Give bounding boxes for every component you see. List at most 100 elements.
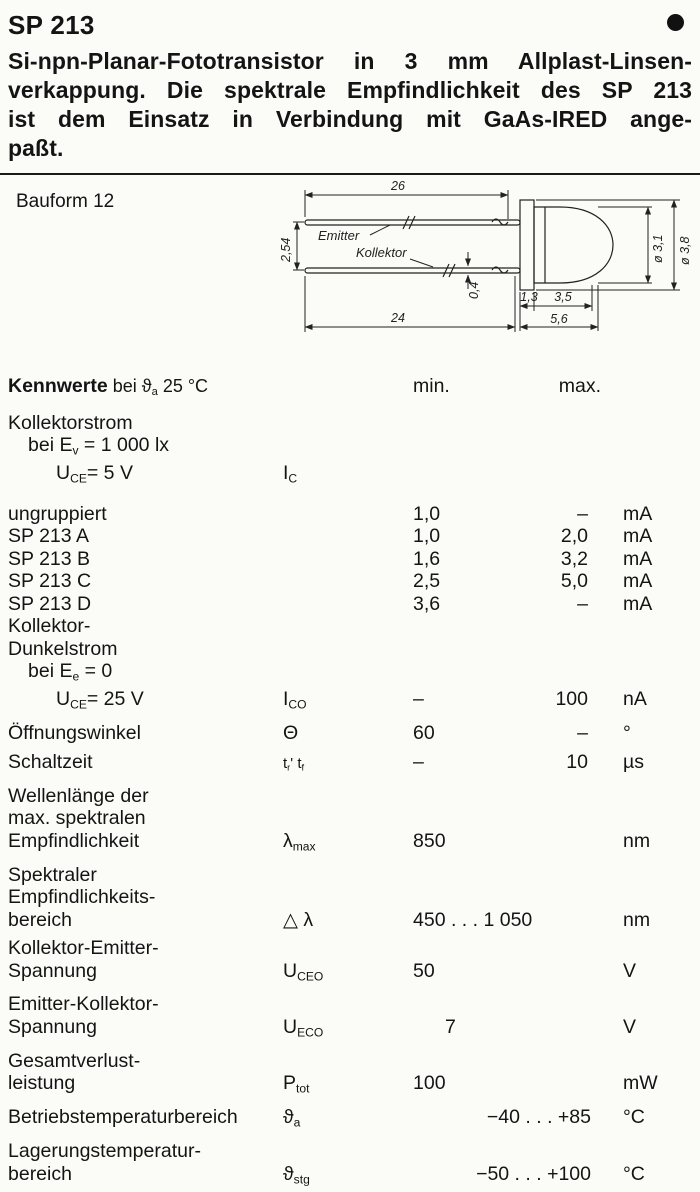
max-value: 100 bbox=[555, 688, 588, 711]
param-label: Betriebstemperaturbereich bbox=[8, 1106, 238, 1129]
param-label: SP 213 D bbox=[8, 592, 92, 615]
unit-label: nm bbox=[623, 908, 651, 931]
table-row: Emitter-Kollektor- bbox=[8, 993, 692, 1016]
table-row: Lagerungstemperatur- bbox=[8, 1140, 692, 1163]
param-label: SP 213 B bbox=[8, 547, 91, 570]
unit-label: nm bbox=[623, 829, 651, 852]
table-row: UCE= 25 V ICO – 100 nA bbox=[8, 688, 692, 716]
param-label: leistung bbox=[8, 1072, 76, 1095]
lead-break-mark bbox=[402, 215, 416, 230]
lead-crimp bbox=[491, 218, 509, 226]
unit-label: ° bbox=[623, 722, 631, 745]
table-row: Wellenlänge der bbox=[8, 785, 692, 808]
emitter-leader bbox=[369, 224, 391, 236]
kennwerte-table: Kennwerte bei ϑa 25 °C min. max. Kollekt… bbox=[8, 375, 692, 1190]
param-label: Lagerungstemperatur- bbox=[8, 1140, 201, 1163]
table-row: max. spektralen bbox=[8, 807, 692, 830]
dim-label-dia31: ø 3,1 bbox=[651, 235, 665, 264]
dim-ext bbox=[293, 221, 304, 271]
dim-label-04: 0,4 bbox=[467, 282, 481, 299]
table-row: bei Ee = 0 bbox=[8, 660, 692, 688]
table-row: bereich ϑstg −50 . . . +100 °C bbox=[8, 1163, 692, 1191]
min-value: 1,6 bbox=[413, 547, 441, 570]
param-symbol: △ λ bbox=[283, 908, 314, 931]
dim-label-24: 24 bbox=[390, 311, 405, 325]
kollektor-lead bbox=[304, 267, 521, 274]
table-row: bei Ev = 1 000 lx bbox=[8, 434, 692, 462]
unit-label: mA bbox=[623, 592, 653, 615]
min-value: 60 bbox=[413, 722, 435, 745]
max-value: 10 bbox=[566, 750, 588, 773]
param-label: Spannung bbox=[8, 959, 97, 982]
table-row: SP 213 D 3,6 – mA bbox=[8, 593, 692, 616]
param-label: bereich bbox=[8, 1162, 72, 1185]
param-value: 50 bbox=[413, 959, 435, 982]
page-title: SP 213 bbox=[8, 10, 95, 40]
table-row: Kollektorstrom bbox=[8, 412, 692, 435]
param-label: Gesamtverlust- bbox=[8, 1049, 141, 1072]
table-row: Schaltzeit tr' tf – 10 µs bbox=[8, 751, 692, 779]
table-row: Betriebstemperaturbereich ϑa −40 . . . +… bbox=[8, 1106, 692, 1134]
unit-label: V bbox=[623, 959, 637, 982]
table-row: SP 213 C 2,5 5,0 mA bbox=[8, 570, 692, 593]
param-symbol: tr' tf bbox=[283, 754, 305, 773]
table-row: leistung Ptot 100 mW bbox=[8, 1072, 692, 1100]
param-symbol: UCEO bbox=[283, 959, 324, 983]
table-row: ungruppiert 1,0 – mA bbox=[8, 503, 692, 526]
package-drawing: Bauform 12 bbox=[0, 175, 700, 365]
param-label: Öffnungswinkel bbox=[8, 722, 141, 745]
param-label: max. spektralen bbox=[8, 807, 146, 830]
param-label: Spektraler bbox=[8, 863, 97, 886]
dim-ext bbox=[598, 206, 652, 284]
dim-label-254: 2,54 bbox=[279, 238, 293, 263]
corner-dot-icon bbox=[667, 14, 684, 31]
intro-paragraph: Si-npn-Planar-Fototransistor in 3 mm All… bbox=[8, 47, 692, 163]
param-label: SP 213 A bbox=[8, 525, 89, 548]
param-symbol: Θ bbox=[283, 722, 299, 745]
param-value: 100 bbox=[413, 1072, 446, 1095]
lead-break-mark bbox=[442, 263, 456, 278]
min-header: min. bbox=[413, 375, 450, 397]
unit-label: nA bbox=[623, 688, 647, 711]
bauform-label: Bauform 12 bbox=[16, 191, 115, 212]
intro-line: verkappung. Die spektrale Empfindlichkei… bbox=[8, 77, 692, 103]
condition-label: bei Ev = 1 000 lx bbox=[28, 434, 170, 458]
table-header: Kennwerte bei ϑa 25 °C min. max. bbox=[8, 375, 692, 404]
max-value: 2,0 bbox=[560, 525, 588, 548]
param-value: 7 bbox=[445, 1015, 456, 1038]
max-value: – bbox=[577, 722, 588, 745]
param-value: 450 . . . 1 050 bbox=[413, 908, 533, 931]
emitter-label: Emitter bbox=[318, 228, 360, 243]
dim-ext bbox=[304, 276, 516, 332]
param-symbol: λmax bbox=[283, 829, 316, 854]
table-row: SP 213 B 1,6 3,2 mA bbox=[8, 548, 692, 571]
lead-crimp bbox=[491, 266, 509, 274]
min-value: – bbox=[413, 688, 424, 711]
intro-line: paßt. bbox=[8, 135, 64, 161]
param-symbol: IC bbox=[283, 461, 298, 486]
table-row: bereich △ λ 450 . . . 1 050 nm bbox=[8, 909, 692, 932]
table-title: Kennwerte bei ϑa 25 °C bbox=[8, 375, 209, 399]
param-label: Kollektor-Emitter- bbox=[8, 937, 159, 960]
intro-line: Si-npn-Planar-Fototransistor in 3 mm All… bbox=[8, 48, 692, 74]
table-row: UCE= 5 V IC bbox=[8, 462, 692, 490]
param-label: bereich bbox=[8, 908, 72, 931]
param-label: ungruppiert bbox=[8, 502, 107, 525]
table-row: Gesamtverlust- bbox=[8, 1050, 692, 1073]
param-value: −40 . . . +85 bbox=[486, 1106, 591, 1129]
min-value: – bbox=[413, 750, 424, 773]
param-label: Kollektor- bbox=[8, 615, 91, 638]
param-symbol: Ptot bbox=[283, 1072, 310, 1096]
unit-label: mA bbox=[623, 502, 653, 525]
dim-label-26: 26 bbox=[390, 179, 405, 193]
table-row: Öffnungswinkel Θ 60 – ° bbox=[8, 722, 692, 745]
max-value: – bbox=[577, 502, 588, 525]
param-symbol: UECO bbox=[283, 1015, 324, 1040]
unit-label: mA bbox=[623, 570, 653, 593]
condition-label: bei Ee = 0 bbox=[28, 660, 113, 684]
param-label: SP 213 C bbox=[8, 570, 92, 593]
table-row: Empfindlichkeits- bbox=[8, 886, 692, 909]
intro-line: ist dem Einsatz in Verbindung mit GaAs-I… bbox=[8, 106, 692, 132]
param-symbol: ICO bbox=[283, 688, 307, 712]
max-value: 3,2 bbox=[560, 547, 588, 570]
